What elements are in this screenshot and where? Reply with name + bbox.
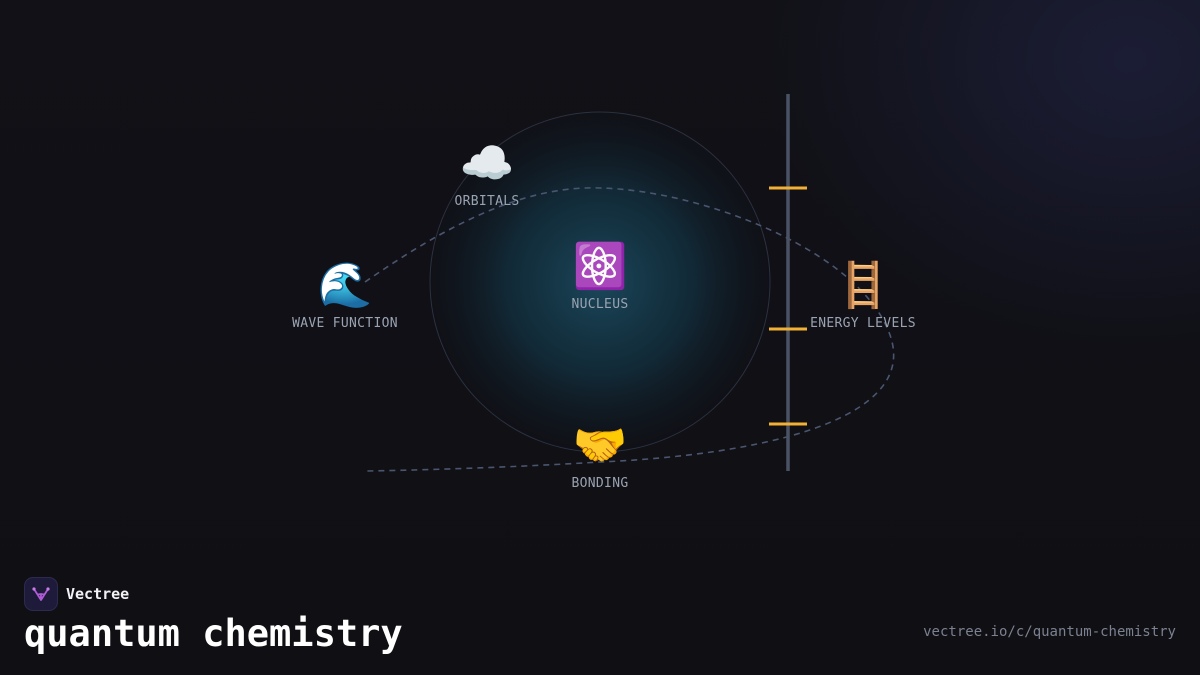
- atom-icon: ⚛️: [572, 241, 628, 292]
- node-label: WAVE FUNCTION: [292, 316, 398, 331]
- node-label: NUCLEUS: [571, 297, 629, 312]
- node-label: ENERGY LEVELS: [810, 316, 916, 331]
- handshake-icon: 🤝: [572, 420, 628, 471]
- nucleus-glow-circle: [429, 111, 771, 453]
- brand[interactable]: Vectree: [24, 577, 129, 611]
- node-wave-function[interactable]: 🌊 WAVE FUNCTION: [292, 260, 398, 331]
- node-orbitals[interactable]: ☁️ ORBITALS: [454, 138, 519, 209]
- node-label: ORBITALS: [454, 194, 520, 209]
- node-energy-levels[interactable]: 🪜 ENERGY LEVELS: [810, 260, 916, 331]
- wave-icon: 🌊: [317, 260, 373, 311]
- ladder-icon: 🪜: [835, 260, 891, 311]
- node-nucleus[interactable]: ⚛️ NUCLEUS: [572, 241, 629, 312]
- node-bonding[interactable]: 🤝 BONDING: [572, 420, 629, 491]
- brand-name: Vectree: [66, 585, 130, 603]
- page-title: quantum chemistry: [24, 612, 403, 655]
- page-url[interactable]: vectree.io/c/quantum-chemistry: [923, 624, 1176, 640]
- node-label: BONDING: [571, 476, 629, 491]
- cloud-icon: ☁️: [459, 138, 515, 189]
- branching-tree-icon: [24, 577, 58, 611]
- connection-path: [364, 187, 895, 472]
